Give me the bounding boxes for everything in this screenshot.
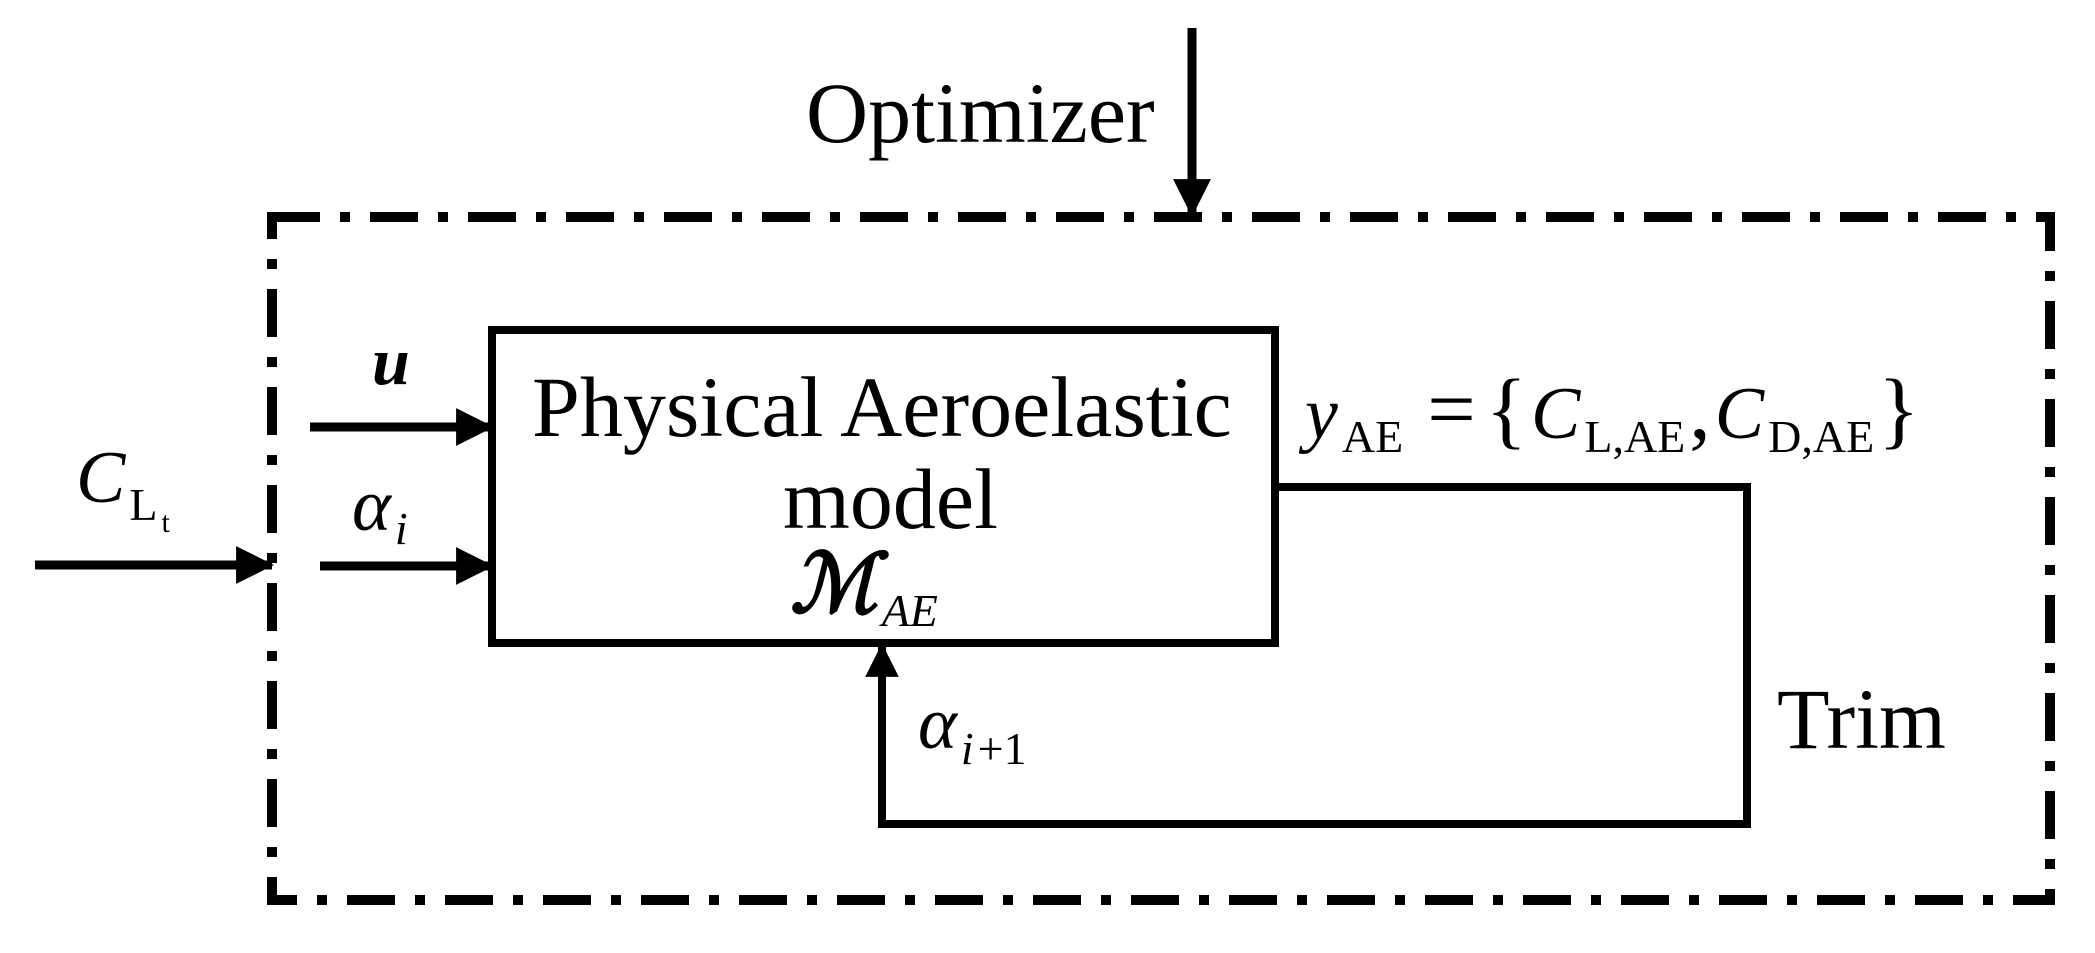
output-expression: y AE = { C L,AE , C D,AE } <box>1298 361 1919 462</box>
optimizer-label: Optimizer <box>806 65 1155 161</box>
input-alpha-label: α i <box>352 465 408 554</box>
input-u-label: u <box>372 323 410 399</box>
input-cl-label: C L t <box>76 437 170 539</box>
feedback-alpha-label: α i +1 <box>918 683 1027 774</box>
trim-feedback-path <box>865 483 1751 828</box>
block-title-line2: model <box>783 451 998 547</box>
model-symbol: ℳ AE <box>790 539 938 636</box>
system-boundary <box>267 212 2055 905</box>
trim-label: Trim <box>1777 671 1946 767</box>
block-title-line1: Physical Aeroelastic <box>532 359 1232 455</box>
